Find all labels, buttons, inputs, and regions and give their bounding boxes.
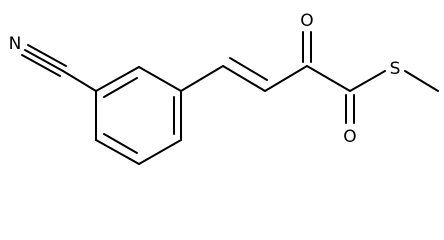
sulfur-label: S (390, 59, 401, 79)
ketone-oxygen-label: O (300, 11, 313, 31)
ring-to-vinyl-bond (180, 65, 224, 92)
nitrile-to-ring-bond (62, 70, 97, 92)
vinyl-to-ketone-bond (264, 65, 308, 92)
molecule-drawing: N O O S (9, 11, 439, 165)
ketone-to-thioester-bond (306, 65, 351, 92)
sulfur-methyl-bond (404, 70, 439, 92)
benzene-ring (95, 66, 182, 165)
thioester-double-bond (345, 94, 355, 124)
nitrogen-label: N (9, 34, 22, 54)
carbon-sulfur-bond (349, 70, 386, 92)
ketone-double-bond (302, 31, 312, 63)
alkene-double-bond (222, 57, 268, 92)
thioester-oxygen-label: O (343, 127, 356, 147)
nitrile-triple-bond (21, 44, 67, 77)
structure-diagram: N O O S (9, 11, 439, 165)
